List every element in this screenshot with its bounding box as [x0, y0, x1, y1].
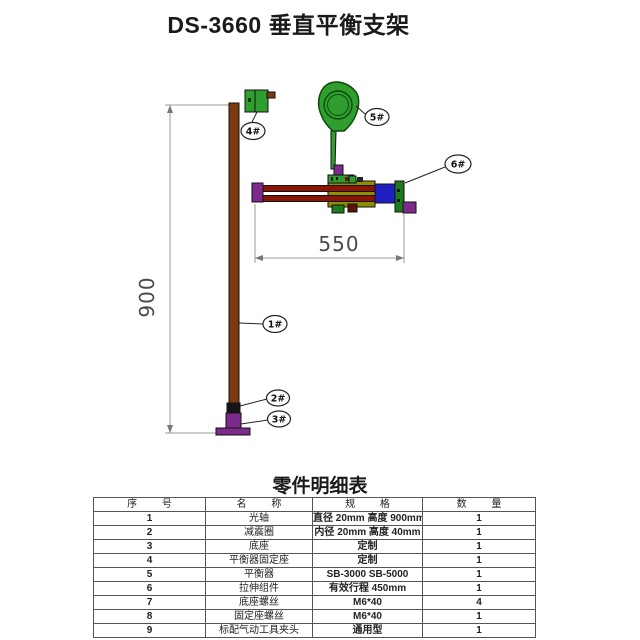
table-row: 6 拉伸组件 有效行程 450mm 1 — [93, 581, 536, 596]
balancer — [317, 81, 360, 170]
cell-qty: 4 — [422, 595, 536, 610]
cell-no: 2 — [93, 525, 206, 540]
cell-name: 底座 — [205, 539, 313, 554]
table-row: 7 底座螺丝 M6*40 4 — [93, 595, 536, 610]
cell-no: 1 — [93, 511, 206, 526]
svg-text:5#: 5# — [370, 113, 385, 124]
cell-spec: 有效行程 450mm — [312, 581, 423, 596]
cell-qty: 1 — [422, 511, 536, 526]
cell-name: 固定座螺丝 — [205, 609, 313, 624]
table-row: 8 固定座螺丝 M6*40 1 — [93, 609, 536, 624]
table-row: 3 底座 定制 1 — [93, 539, 536, 554]
cell-no: 8 — [93, 609, 206, 624]
page-title: DS-3660 垂直平衡支架 — [167, 12, 410, 38]
cell-name: 光轴 — [205, 511, 313, 526]
header-qty: 数 量 — [422, 497, 536, 512]
table-row: 5 平衡器 SB-3000 SB-5000 1 — [93, 567, 536, 582]
table-row: 4 平衡器固定座 定制 1 — [93, 553, 536, 568]
callout-5: 5# — [355, 105, 390, 127]
cell-spec: SB-3000 SB-5000 — [312, 567, 423, 582]
svg-text:4#: 4# — [246, 127, 261, 138]
cell-spec: 定制 — [312, 553, 423, 568]
header-no: 序 号 — [93, 497, 206, 512]
parts-table: 序 号 名 称 规 格 数 量 1 光轴 直径 20mm 高度 900mm 1 … — [93, 497, 536, 638]
stretch-assembly — [251, 164, 417, 214]
base — [215, 412, 251, 436]
dimension-vertical-900: 900 — [135, 104, 231, 434]
cell-name: 减震圈 — [205, 525, 313, 540]
dim-550-label: 550 — [318, 232, 359, 256]
dim-900-label: 900 — [135, 276, 159, 317]
cell-name: 平衡器固定座 — [205, 553, 313, 568]
cell-qty: 1 — [422, 525, 536, 540]
svg-text:2#: 2# — [271, 394, 286, 405]
cell-no: 6 — [93, 581, 206, 596]
table-header-row: 序 号 名 称 规 格 数 量 — [93, 497, 536, 512]
cell-name: 底座螺丝 — [205, 595, 313, 610]
cell-no: 9 — [93, 623, 206, 638]
dimension-horizontal-550: 550 — [254, 204, 405, 263]
cell-name: 标配气动工具夹头 — [205, 623, 313, 638]
pole-shaft — [228, 102, 240, 404]
callout-4: 4# — [240, 111, 266, 141]
cell-name: 平衡器 — [205, 567, 313, 582]
cell-no: 5 — [93, 567, 206, 582]
cell-no: 7 — [93, 595, 206, 610]
cell-qty: 1 — [422, 581, 536, 596]
cell-qty: 1 — [422, 567, 536, 582]
parts-table-title: 零件明细表 — [272, 476, 368, 497]
cell-qty: 1 — [422, 553, 536, 568]
table-row: 1 光轴 直径 20mm 高度 900mm 1 — [93, 511, 536, 526]
cell-name: 拉伸组件 — [205, 581, 313, 596]
callout-6: 6# — [404, 154, 472, 184]
header-spec: 规 格 — [312, 497, 423, 512]
svg-text:1#: 1# — [268, 320, 283, 331]
cell-spec: 内径 20mm 高度 40mm — [312, 525, 423, 540]
cell-qty: 1 — [422, 623, 536, 638]
cell-no: 3 — [93, 539, 206, 554]
damper-ring — [226, 402, 241, 414]
cell-spec: M6*40 — [312, 595, 423, 610]
cell-spec: 定制 — [312, 539, 423, 554]
balancer-fixing-seat — [244, 89, 276, 113]
table-row: 9 标配气动工具夹头 通用型 1 — [93, 623, 536, 638]
svg-text:6#: 6# — [451, 160, 466, 171]
callout-1: 1# — [237, 314, 288, 334]
table-row: 2 减震圈 内径 20mm 高度 40mm 1 — [93, 525, 536, 540]
callout-3: 3# — [240, 410, 292, 428]
svg-text:3#: 3# — [272, 415, 287, 426]
cell-no: 4 — [93, 553, 206, 568]
cell-spec: 通用型 — [312, 623, 423, 638]
cell-qty: 1 — [422, 539, 536, 554]
header-name: 名 称 — [205, 497, 313, 512]
cell-spec: M6*40 — [312, 609, 423, 624]
callout-2: 2# — [239, 389, 291, 407]
cell-qty: 1 — [422, 609, 536, 624]
cell-spec: 直径 20mm 高度 900mm — [312, 511, 423, 526]
